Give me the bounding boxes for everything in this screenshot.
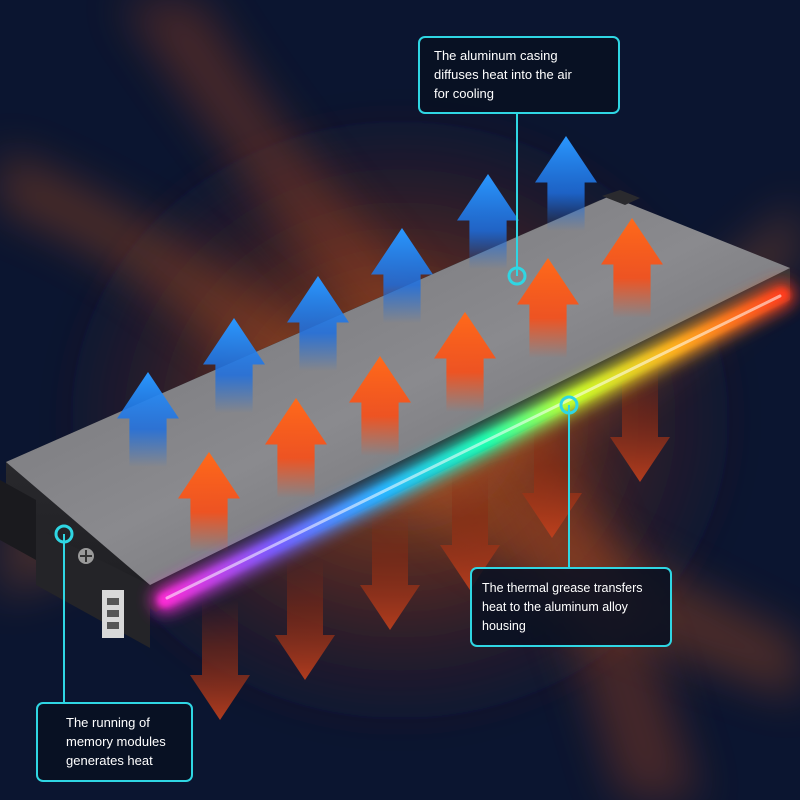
rgb-light-bar <box>152 282 795 613</box>
upward-heat-arrows <box>117 136 663 552</box>
heat-flow-arrow-icon <box>440 470 500 590</box>
heat-flow-arrow-icon <box>522 418 582 538</box>
callout-leaders <box>54 114 579 702</box>
heat-flow-arrow-icon <box>349 356 411 456</box>
callout-dot-icon <box>507 266 527 286</box>
callout-grease-text: The thermal grease transfers heat to the… <box>482 581 643 633</box>
callout-dot-icon <box>559 395 579 415</box>
heat-flow-arrow-icon <box>517 258 579 358</box>
heat-flow-arrow-icon <box>457 174 519 269</box>
heat-flow-arrow-icon <box>117 372 179 467</box>
heat-flow-arrow-icon <box>610 362 670 482</box>
heat-flow-arrow-icon <box>535 136 597 231</box>
heat-flow-arrow-icon <box>178 452 240 552</box>
heat-flow-arrow-icon <box>203 318 265 413</box>
callout-casing-text: The aluminum casing diffuses heat into t… <box>434 48 572 101</box>
callout-thermal-grease: The thermal grease transfers heat to the… <box>470 567 672 647</box>
heat-flow-arrow-icon <box>434 312 496 412</box>
callout-dot-icon <box>54 524 74 544</box>
callout-memory-modules: The running of memory modules generates … <box>36 702 193 782</box>
heat-flow-arrow-icon <box>275 560 335 680</box>
heat-flow-arrow-icon <box>287 276 349 371</box>
heat-flow-arrow-icon <box>601 218 663 318</box>
downward-heat-arrows <box>190 362 670 720</box>
callout-modules-text: The running of memory modules generates … <box>66 715 166 768</box>
heat-flow-arrow-icon <box>265 398 327 498</box>
heat-flow-arrow-icon <box>190 600 250 720</box>
heat-flow-arrow-icon <box>360 510 420 630</box>
callout-aluminum-casing: The aluminum casing diffuses heat into t… <box>418 36 620 114</box>
heat-flow-arrow-icon <box>371 228 433 323</box>
